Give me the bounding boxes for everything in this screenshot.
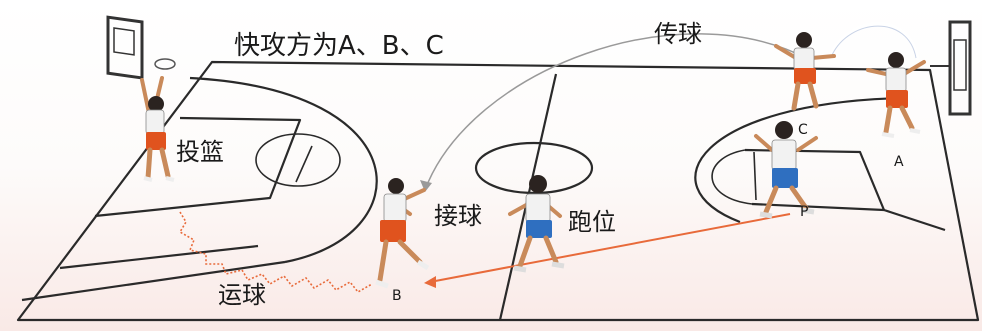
player-p-figure [754,121,818,219]
top-pass-arc [828,22,920,61]
left-baseline-corner [21,260,286,302]
run-path-p-to-b [429,213,791,283]
left-key-mark [295,145,313,183]
right-key-lane [744,148,886,212]
player-runner [508,175,565,273]
player-c-label: C [798,122,808,138]
left-three-point-arc [189,76,378,264]
center-circle [474,141,594,195]
player-a-label: A [894,154,904,170]
right-lane-line [883,208,946,232]
dribble-path [178,211,373,294]
player-a-figure [866,52,926,138]
right-three-point-arc [694,96,906,224]
run-label: 跑位 [568,208,616,236]
court-outline [16,60,980,322]
left-key-lane [94,116,302,218]
pass-arrowhead [420,180,432,192]
fast-break-title: 快攻方为A、B、C [234,31,444,61]
dribble-label: 运球 [218,281,266,309]
right-basket [930,20,972,116]
left-lane-line [59,244,259,270]
left-free-throw-circle [255,133,341,187]
player-b-figure [375,178,430,289]
pass-path [424,33,811,191]
player-p-label: P [800,204,808,220]
player-shooter [140,76,175,182]
shoot-label: 投篮 [176,138,224,166]
run-path-arrowhead [424,276,436,288]
left-basket [106,15,176,80]
player-c-figure [774,32,836,111]
right-key-mark [753,151,757,201]
catch-label: 接球 [434,202,482,230]
pass-label: 传球 [654,20,702,48]
right-free-throw-half [711,149,753,205]
player-b-label: B [392,288,402,304]
